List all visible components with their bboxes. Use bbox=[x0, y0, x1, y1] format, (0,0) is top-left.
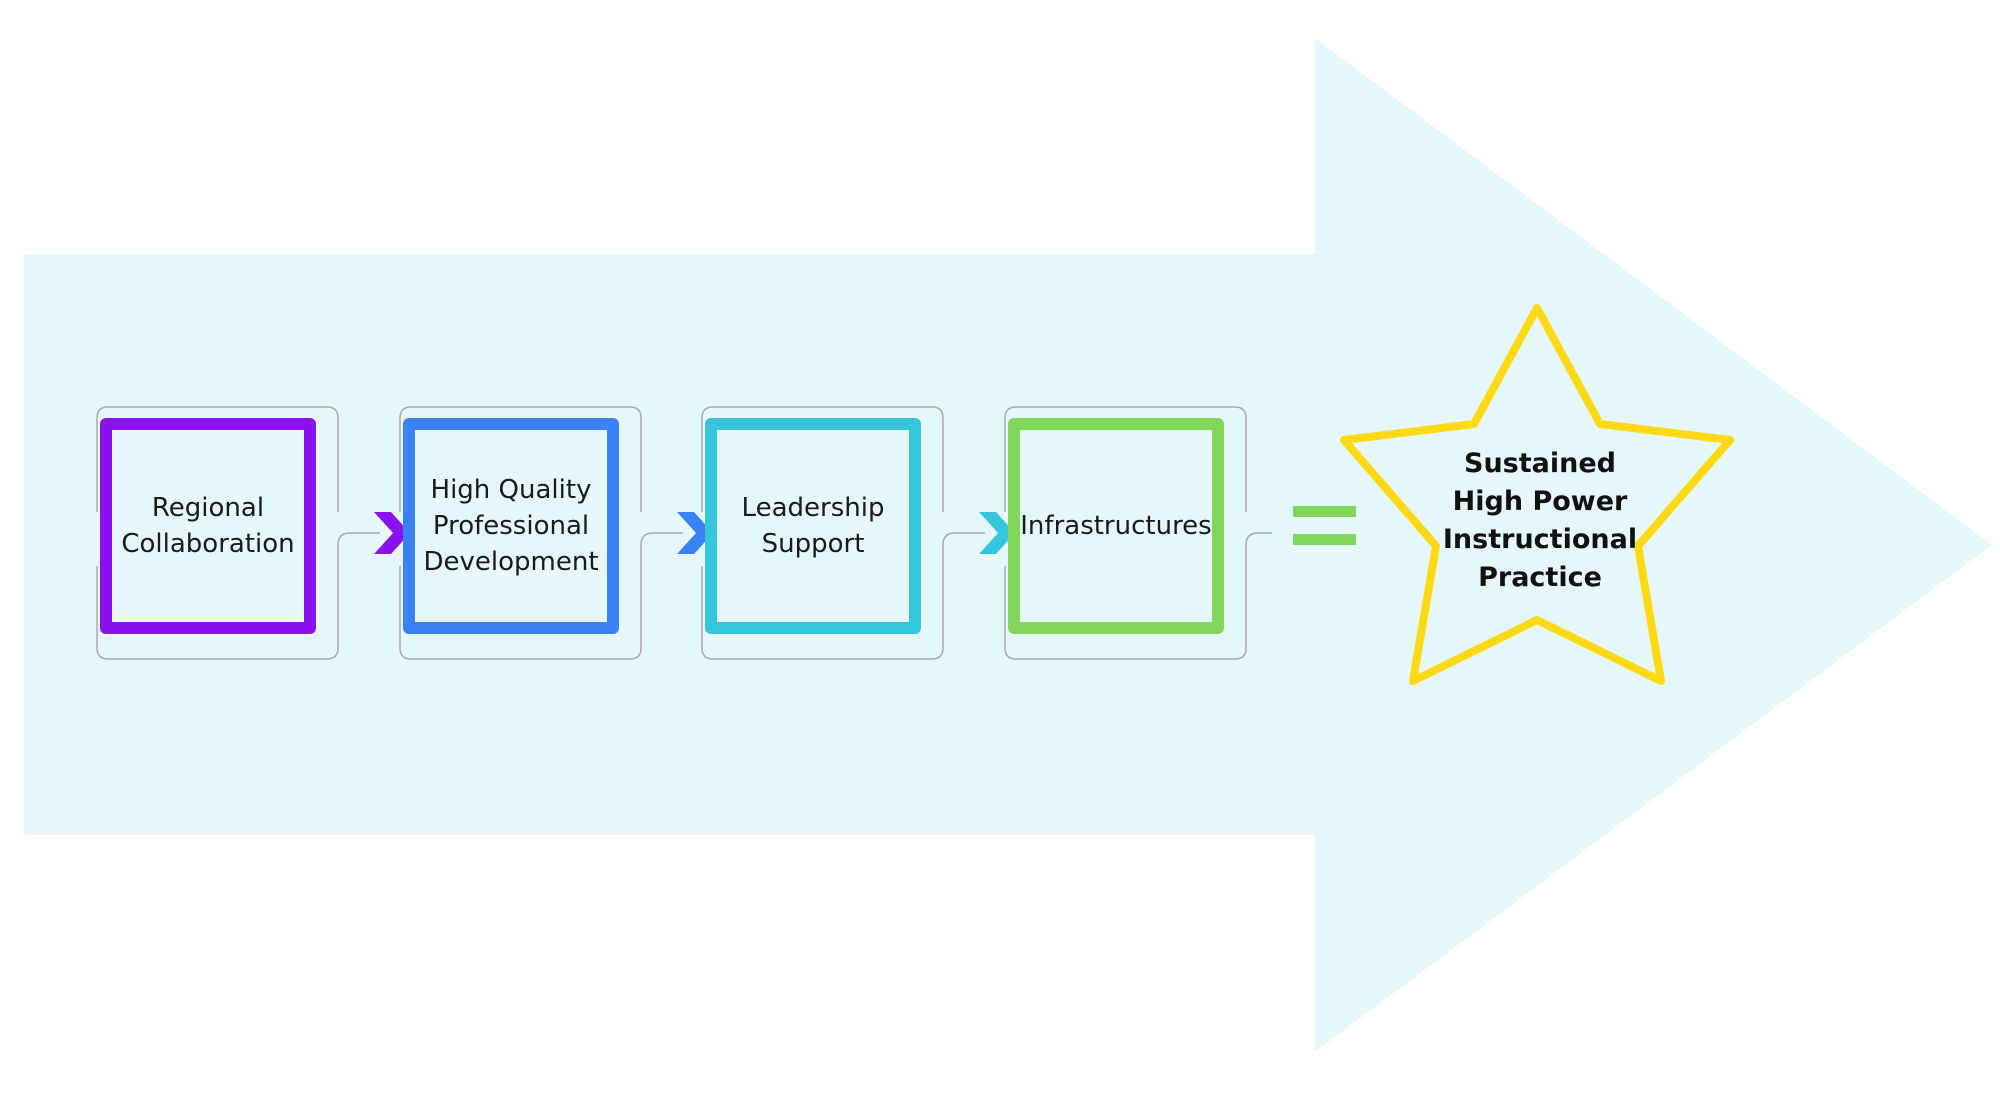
step-box-infrastructures: Infrastructures bbox=[1008, 418, 1224, 634]
step-box-regional-collaboration: Regional Collaboration bbox=[100, 418, 316, 634]
step-box-leadership-support: Leadership Support bbox=[705, 418, 921, 634]
connector-line-2 bbox=[640, 532, 683, 566]
chevron-right-icon bbox=[374, 512, 410, 554]
goal-label: Sustained High Power Instructional Pract… bbox=[1442, 448, 1638, 593]
step-label: High Quality Professional Development bbox=[423, 475, 599, 577]
star-icon bbox=[1340, 304, 1734, 685]
step-label: Leadership Support bbox=[741, 493, 885, 559]
equals-icon bbox=[1293, 506, 1356, 545]
bracket-step-2 bbox=[399, 406, 642, 660]
step-label: Infrastructures bbox=[1020, 511, 1212, 541]
bracket-group bbox=[96, 406, 1272, 660]
connector-line-1 bbox=[337, 532, 380, 566]
connector-line-4 bbox=[1245, 532, 1272, 566]
bracket-step-4 bbox=[1004, 406, 1247, 660]
connector-line-3 bbox=[942, 532, 985, 566]
chevron-right-icon bbox=[979, 512, 1015, 554]
bracket-step-1 bbox=[96, 406, 339, 660]
step-label: Regional Collaboration bbox=[121, 493, 295, 559]
step-box-professional-development: High Quality Professional Development bbox=[403, 418, 619, 634]
bracket-step-3 bbox=[701, 406, 944, 660]
